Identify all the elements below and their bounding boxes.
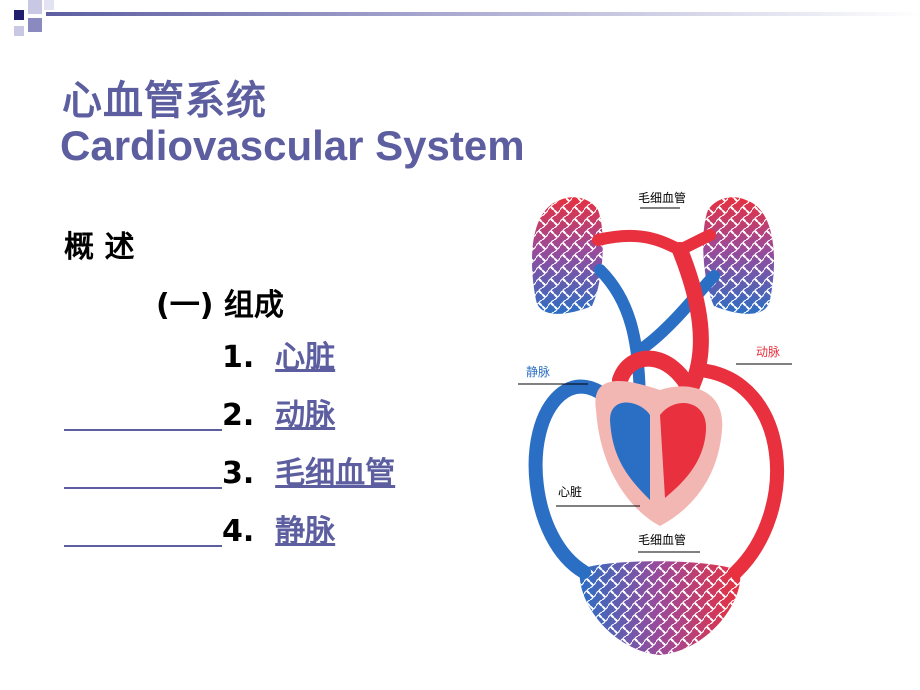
label-artery: 动脉: [756, 344, 780, 359]
label-capillary-bottom: 毛细血管: [638, 532, 686, 547]
link-underline: [64, 545, 222, 547]
list-item-vein: 4. 静脉: [64, 514, 336, 550]
heart: [595, 381, 723, 526]
right-lung: [703, 197, 775, 314]
label-vein: 静脉: [526, 364, 550, 379]
link-underline: [64, 487, 222, 489]
slide-title-english: Cardiovascular System: [60, 122, 525, 169]
item-number: 3.: [222, 456, 255, 491]
item-number: 4.: [222, 514, 255, 549]
section-heading: (一) 组成: [156, 288, 284, 323]
artery-link[interactable]: 动脉: [275, 398, 336, 433]
label-heart: 心脏: [558, 484, 582, 499]
item-number: 1.: [222, 340, 255, 375]
circulatory-diagram: 毛细血管 动脉 静脉 心脏 毛细血管: [518, 190, 792, 655]
systemic-artery: [693, 363, 784, 579]
pulmonary-vein: [592, 229, 716, 257]
vein-link[interactable]: 静脉: [275, 514, 336, 549]
list-item-capillary: 3. 毛细血管: [64, 456, 396, 492]
list-item-heart: 1. 心脏: [222, 340, 335, 376]
body-capillary-bed: [579, 561, 741, 655]
header-decoration: [0, 0, 920, 36]
slide-title-chinese: 心血管系统: [62, 78, 267, 124]
label-capillary-top: 毛细血管: [638, 190, 686, 205]
systemic-vein: [528, 379, 619, 579]
capillary-link[interactable]: 毛细血管: [275, 456, 396, 491]
left-lung: [531, 197, 603, 314]
link-underline: [64, 429, 222, 431]
heart-link[interactable]: 心脏: [275, 340, 336, 375]
overview-heading: 概 述: [64, 230, 135, 265]
item-number: 2.: [222, 398, 255, 433]
list-item-artery: 2. 动脉: [64, 398, 336, 434]
